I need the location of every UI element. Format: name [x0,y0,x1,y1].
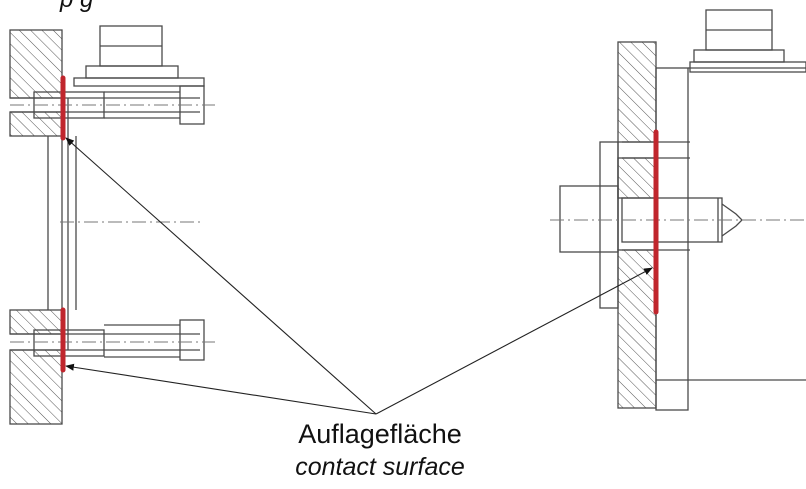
left-lower-bolt [10,319,215,361]
left-upper-wall [9,29,63,99]
right-assembly [550,9,806,411]
left-upper-bolt [10,25,215,125]
right-flange-lower [617,249,657,409]
label-english: contact surface [295,453,465,481]
left-upper-flange [9,111,63,137]
right-flange-mid [617,157,657,199]
left-lower-wall [9,349,63,425]
leader-lines [65,137,653,415]
label-german: Auflagefläche [298,419,462,449]
cropped-heading-fragment: p g [60,0,93,14]
right-flange-upper [617,41,657,143]
left-assembly [9,25,215,425]
